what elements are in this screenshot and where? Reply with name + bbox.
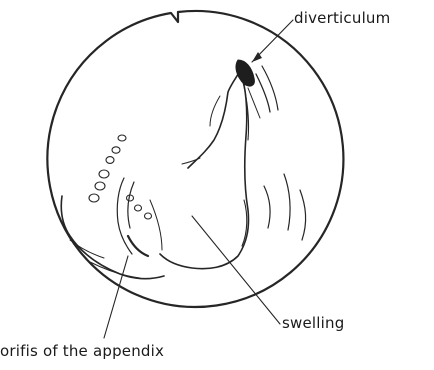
swelling-mass	[160, 70, 249, 269]
diverticulum-label: diverticulum	[294, 9, 390, 27]
diverticulum-opening	[236, 60, 254, 86]
orifice-label: orifis of the appendix	[0, 342, 164, 360]
appendix-orifice-region	[61, 178, 164, 279]
swelling-leader	[192, 216, 280, 324]
diverticulum	[236, 60, 278, 118]
mucosal-folds	[264, 174, 306, 240]
mucosal-nodules	[89, 135, 152, 219]
swelling-label: swelling	[282, 314, 344, 332]
